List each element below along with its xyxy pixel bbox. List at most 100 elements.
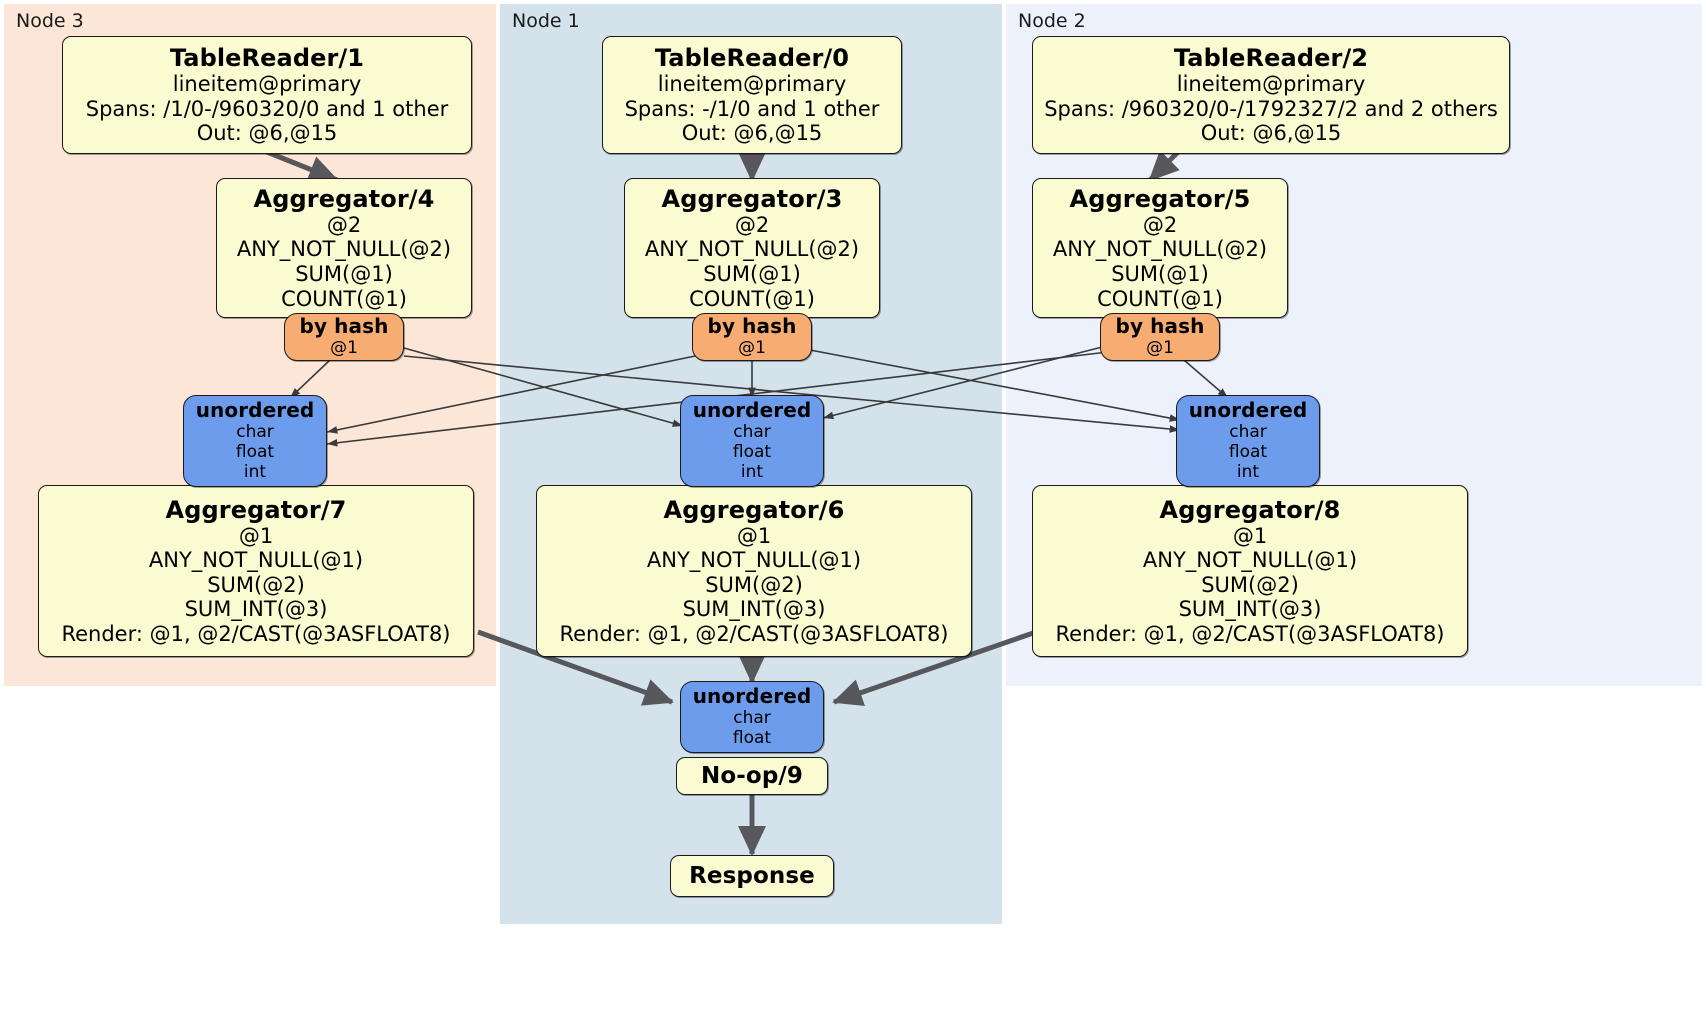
node-panel-label-node1: Node 1 (512, 10, 580, 32)
processor-line: ANY_NOT_NULL(@2) (644, 237, 860, 262)
receiver-unordered-left[interactable]: unordered char float int (183, 395, 327, 487)
processor-line: COUNT(@1) (281, 286, 407, 311)
receiver-title: unordered (1188, 398, 1308, 423)
router-title: by hash (299, 314, 389, 339)
edge-tablereader2-to-aggregator5 (1148, 150, 1180, 182)
processor-response[interactable]: Response (670, 855, 834, 897)
processor-line: SUM(@1) (1111, 262, 1209, 287)
processor-line: @1 (1232, 523, 1268, 548)
processor-line: SUM_INT(@3) (682, 597, 826, 622)
processor-line: SUM(@2) (1201, 572, 1299, 597)
edge-hashleft-to-unordered-right (403, 355, 1181, 433)
receiver-unordered-middle[interactable]: unordered char float int (680, 395, 824, 487)
router-by-hash-right[interactable]: by hash @1 (1100, 313, 1220, 361)
processor-title: TableReader/2 (1173, 44, 1369, 73)
processor-line: COUNT(@1) (1097, 286, 1223, 311)
node-panel-label-node3: Node 3 (16, 10, 84, 32)
receiver-unordered-final[interactable]: unordered char float (680, 681, 824, 753)
processor-title: Aggregator/4 (253, 184, 435, 213)
processor-line: SUM(@1) (295, 262, 393, 287)
processor-noop-9[interactable]: No-op/9 (676, 757, 828, 795)
processor-title: Aggregator/7 (165, 495, 347, 524)
processor-line: Out: @6,@15 (681, 121, 823, 146)
processor-line: Spans: -/1/0 and 1 other (624, 96, 880, 121)
router-by-hash-left[interactable]: by hash @1 (284, 313, 404, 361)
processor-line: Render: @1, @2/CAST(@3ASFLOAT8) (61, 621, 451, 646)
processor-line: Out: @6,@15 (1200, 121, 1342, 146)
processor-tablereader-2[interactable]: TableReader/2 lineitem@primary Spans: /9… (1032, 36, 1510, 154)
node-panel-label-node2: Node 2 (1018, 10, 1086, 32)
processor-title: Aggregator/6 (663, 495, 845, 524)
receiver-line: int (243, 461, 267, 482)
processor-title: Aggregator/8 (1159, 495, 1341, 524)
receiver-title: unordered (195, 398, 315, 423)
processor-aggregator-8[interactable]: Aggregator/8 @1 ANY_NOT_NULL(@1) SUM(@2)… (1032, 485, 1468, 657)
processor-line: SUM(@1) (703, 262, 801, 287)
processor-title: Aggregator/3 (661, 184, 843, 213)
processor-title: Aggregator/5 (1069, 184, 1251, 213)
processor-line: Render: @1, @2/CAST(@3ASFLOAT8) (559, 621, 949, 646)
processor-title: TableReader/1 (169, 44, 365, 73)
processor-line: @2 (1142, 212, 1178, 237)
processor-line: ANY_NOT_NULL(@1) (646, 548, 862, 573)
receiver-title: unordered (692, 398, 812, 423)
receiver-line: char (733, 421, 771, 442)
processor-line: lineitem@primary (657, 72, 847, 97)
receiver-line: float (732, 727, 772, 748)
receiver-line: int (1236, 461, 1260, 482)
processor-line: SUM_INT(@3) (184, 597, 328, 622)
processor-line: ANY_NOT_NULL(@1) (148, 548, 364, 573)
processor-aggregator-4[interactable]: Aggregator/4 @2 ANY_NOT_NULL(@2) SUM(@1)… (216, 178, 472, 318)
processor-tablereader-1[interactable]: TableReader/1 lineitem@primary Spans: /1… (62, 36, 472, 154)
receiver-line: int (740, 461, 764, 482)
processor-line: Spans: /1/0-/960320/0 and 1 other (85, 96, 449, 121)
router-title: by hash (1115, 314, 1205, 339)
processor-line: ANY_NOT_NULL(@2) (1052, 237, 1268, 262)
edge-aggregator7-to-unordered-final (477, 629, 674, 706)
processor-line: ANY_NOT_NULL(@2) (236, 237, 452, 262)
processor-line: @1 (238, 523, 274, 548)
router-line: @1 (738, 337, 766, 358)
processor-line: Spans: /960320/0-/1792327/2 and 2 others (1044, 96, 1498, 121)
processor-line: SUM(@2) (705, 572, 803, 597)
processor-aggregator-6[interactable]: Aggregator/6 @1 ANY_NOT_NULL(@1) SUM(@2)… (536, 485, 972, 657)
receiver-line: char (236, 421, 274, 442)
receiver-line: char (733, 707, 771, 728)
edge-hashleft-to-unordered-left (289, 359, 331, 399)
edge-hashmiddle-to-unordered-right (809, 349, 1181, 422)
receiver-unordered-right[interactable]: unordered char float int (1176, 395, 1320, 487)
router-line: @1 (330, 337, 358, 358)
processor-line: Render: @1, @2/CAST(@3ASFLOAT8) (1055, 621, 1445, 646)
processor-title: TableReader/0 (654, 44, 850, 73)
edge-hashright-to-unordered-middle (822, 344, 1111, 420)
processor-aggregator-7[interactable]: Aggregator/7 @1 ANY_NOT_NULL(@1) SUM(@2)… (38, 485, 474, 657)
processor-line: Out: @6,@15 (196, 121, 338, 146)
processor-tablereader-0[interactable]: TableReader/0 lineitem@primary Spans: -/… (602, 36, 902, 154)
processor-aggregator-3[interactable]: Aggregator/3 @2 ANY_NOT_NULL(@2) SUM(@1)… (624, 178, 880, 318)
receiver-title: unordered (692, 684, 812, 709)
edge-aggregator8-to-unordered-final (832, 629, 1037, 707)
router-line: @1 (1146, 337, 1174, 358)
router-by-hash-middle[interactable]: by hash @1 (692, 313, 812, 361)
processor-title: No-op/9 (701, 762, 803, 789)
processor-line: @1 (736, 523, 772, 548)
receiver-line: float (235, 441, 275, 462)
processor-line: lineitem@primary (1176, 72, 1366, 97)
router-title: by hash (707, 314, 797, 339)
edge-tablereader1-to-aggregator4 (266, 149, 339, 183)
edge-hashmiddle-to-unordered-left (326, 354, 701, 434)
processor-line: SUM_INT(@3) (1178, 597, 1322, 622)
processor-line: @2 (326, 212, 362, 237)
processor-line: ANY_NOT_NULL(@1) (1142, 548, 1358, 573)
processor-line: COUNT(@1) (689, 286, 815, 311)
processor-title: Response (689, 862, 815, 889)
processor-line: SUM(@2) (207, 572, 305, 597)
processor-line: @2 (734, 212, 770, 237)
receiver-line: char (1229, 421, 1267, 442)
processor-line: lineitem@primary (172, 72, 362, 97)
processor-aggregator-5[interactable]: Aggregator/5 @2 ANY_NOT_NULL(@2) SUM(@1)… (1032, 178, 1288, 318)
receiver-line: float (732, 441, 772, 462)
